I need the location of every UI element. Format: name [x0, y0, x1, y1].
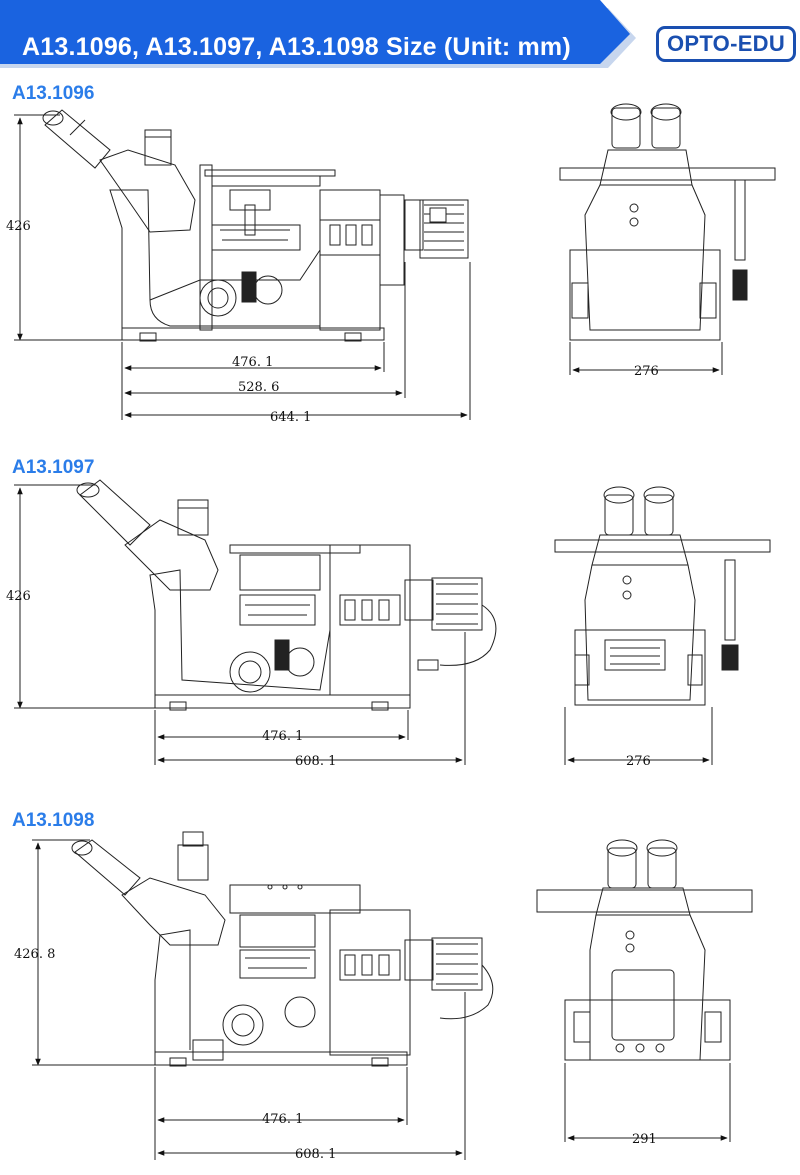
side-view-2 [14, 479, 497, 765]
side-dim-2a: 476. 1 [262, 729, 303, 744]
side-dim-1c: 644. 1 [270, 410, 311, 425]
side-dim-2b: 608. 1 [295, 754, 336, 769]
front-width-2: 276 [626, 754, 651, 769]
side-view-1 [14, 109, 471, 420]
height-dim-2: 426 [6, 589, 31, 604]
side-dim-3a: 476. 1 [262, 1112, 303, 1127]
front-view-1 [559, 103, 776, 375]
brand-logo: OPTO-EDU [656, 26, 796, 62]
header-banner: A13.1096, A13.1097, A13.1098 Size (Unit:… [0, 0, 640, 70]
model-label-1: A13.1096 [12, 83, 95, 104]
front-width-1: 276 [634, 364, 659, 379]
side-view-3 [32, 831, 494, 1160]
height-dim-3: 426. 8 [14, 947, 55, 962]
side-dim-1a: 476. 1 [232, 355, 273, 370]
front-view-3 [536, 839, 753, 1142]
front-width-3: 291 [632, 1132, 657, 1147]
page-title: A13.1096, A13.1097, A13.1098 Size (Unit:… [22, 33, 571, 61]
banner-shape [0, 0, 636, 68]
side-dim-1b: 528. 6 [238, 380, 279, 395]
height-dim-1: 426 [6, 219, 31, 234]
model-label-3: A13.1098 [12, 810, 95, 831]
side-dim-3b: 608. 1 [295, 1147, 336, 1162]
front-view-2 [554, 486, 771, 765]
model-label-2: A13.1097 [12, 457, 95, 478]
